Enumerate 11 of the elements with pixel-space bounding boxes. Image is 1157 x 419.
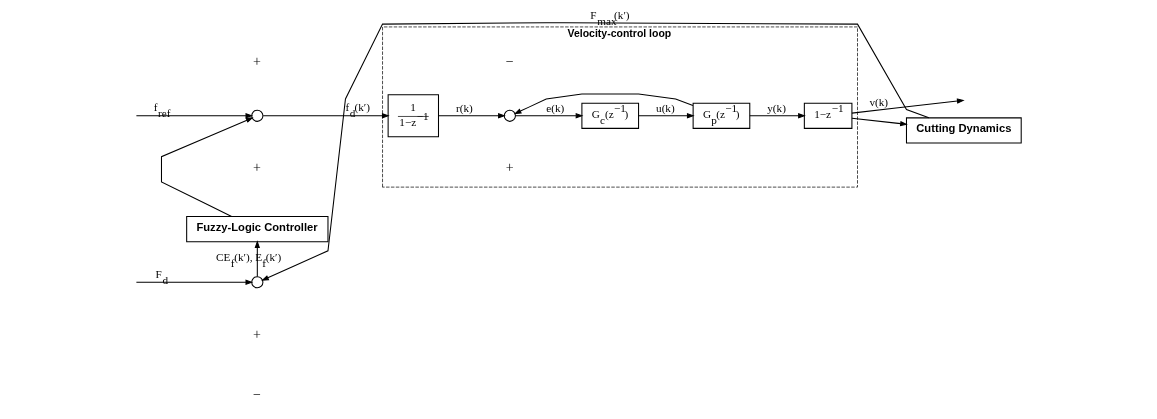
label: +	[253, 326, 262, 342]
edge-label: v(k)	[869, 95, 889, 108]
label: +	[505, 160, 514, 176]
label: +	[253, 160, 262, 176]
edge-label: r(k)	[455, 102, 473, 115]
label: −	[505, 54, 514, 70]
edge-label: y(k)	[767, 102, 786, 115]
edge-label: u(k)	[656, 102, 675, 115]
label: −	[253, 387, 262, 403]
label: +	[253, 54, 262, 70]
edge-label: e(k)	[546, 102, 565, 115]
